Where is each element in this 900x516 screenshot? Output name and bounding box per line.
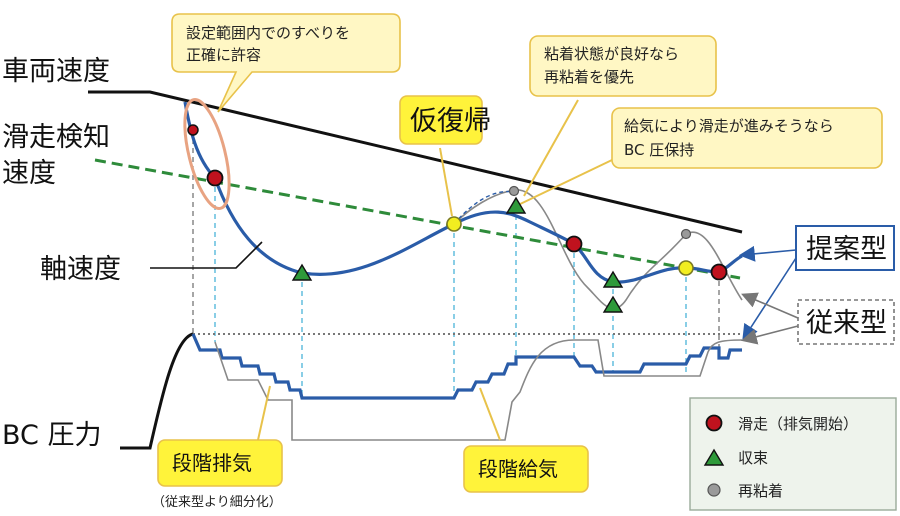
legend-readhesion-icon bbox=[707, 483, 721, 497]
stepped-supply-label: 段階給気 bbox=[478, 457, 558, 481]
readhesion-marker bbox=[680, 228, 692, 240]
slip-marker bbox=[206, 169, 224, 187]
converge-marker bbox=[291, 263, 313, 281]
guide-lines bbox=[192, 130, 720, 398]
slip-detect-label-line2: 速度 bbox=[2, 158, 56, 189]
leader-lines bbox=[150, 99, 799, 441]
callout-prefer-readhesion: 粘着状態が良好なら 再粘着を優先 bbox=[529, 35, 717, 97]
callout-prefer-readhesion-line2: 再粘着を優先 bbox=[544, 68, 634, 86]
stepped-supply-box: 段階給気 bbox=[463, 445, 589, 493]
slip-range-ellipse bbox=[183, 97, 231, 211]
legend-readhesion-label: 再粘着 bbox=[738, 482, 783, 500]
vehicle-speed-line bbox=[88, 90, 743, 234]
slip-marker bbox=[565, 235, 583, 253]
slip-detect-speed-line bbox=[94, 158, 741, 280]
stepped-exhaust-note: （従来型より細分化） bbox=[152, 495, 282, 510]
conventional-axle-speed-line bbox=[453, 189, 743, 310]
legend-slip-icon bbox=[705, 414, 723, 432]
proposed-type-box: 提案型 bbox=[795, 225, 895, 271]
slip-detect-label-line1: 滑走検知 bbox=[2, 122, 110, 153]
readhesion-marker bbox=[508, 185, 520, 197]
converge-marker bbox=[602, 295, 624, 313]
callout-allow-slip-line1: 設定範囲内でのすべりを bbox=[186, 24, 350, 42]
callout-allow-slip-line2: 正確に許容 bbox=[186, 46, 261, 64]
legend-converge-icon bbox=[703, 448, 725, 466]
recovery-marker bbox=[446, 216, 462, 232]
bc-pressure-lines bbox=[120, 332, 743, 450]
markers bbox=[187, 124, 728, 313]
bc-pressure-label: BC 圧力 bbox=[2, 420, 101, 451]
stepped-exhaust-box: 段階排気 （従来型より細分化） bbox=[152, 439, 283, 510]
converge-marker bbox=[602, 270, 624, 288]
legend-converge-label: 収束 bbox=[738, 449, 768, 467]
stepped-exhaust-label: 段階排気 bbox=[172, 451, 252, 475]
recovery-marker bbox=[678, 260, 694, 276]
slip-marker bbox=[710, 263, 728, 281]
conventional-type-label: 従来型 bbox=[806, 308, 887, 339]
callout-allow-slip: 設定範囲内でのすべりを 正確に許容 bbox=[171, 13, 401, 113]
axle-speed-label: 軸速度 bbox=[40, 254, 121, 285]
converge-marker bbox=[505, 196, 527, 214]
callout-hold-bc-line1: 給気により滑走が進みそうなら bbox=[624, 117, 834, 135]
callout-hold-bc-pressure: 給気により滑走が進みそうなら BC 圧保持 bbox=[611, 107, 883, 169]
provisional-recovery-box: 仮復帰 bbox=[399, 95, 491, 145]
provisional-recovery-label: 仮復帰 bbox=[410, 106, 491, 137]
legend: 滑走（排気開始） 収束 再粘着 bbox=[689, 397, 897, 511]
conventional-type-box: 従来型 bbox=[797, 299, 895, 345]
callout-prefer-readhesion-line1: 粘着状態が良好なら bbox=[544, 45, 679, 63]
axis-labels: 車両速度 滑走検知 速度 軸速度 BC 圧力 bbox=[2, 56, 121, 451]
vehicle-speed-label: 車両速度 bbox=[2, 56, 110, 87]
proposed-type-label: 提案型 bbox=[806, 234, 887, 265]
callout-hold-bc-line2: BC 圧保持 bbox=[624, 141, 694, 159]
slip-marker bbox=[187, 124, 199, 136]
legend-slip-label: 滑走（排気開始） bbox=[738, 415, 858, 433]
